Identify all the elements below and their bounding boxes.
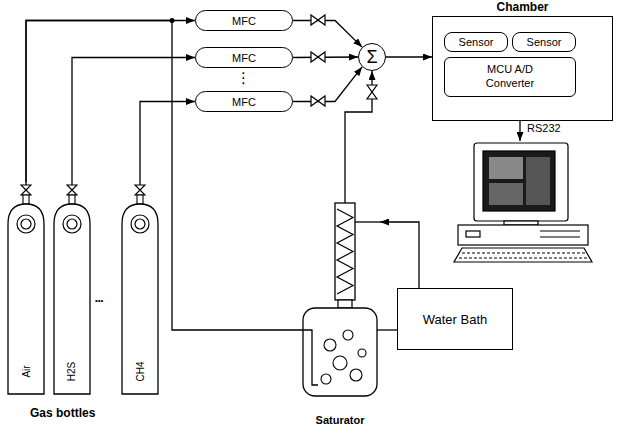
sensor-box: Sensor xyxy=(444,32,508,52)
gas-bottle: Air xyxy=(6,182,46,396)
gas-bottle: CH4 xyxy=(120,182,160,396)
chamber-heading-row: Chamber xyxy=(432,0,613,14)
node-label: Sensor xyxy=(459,36,494,48)
ellipsis-mark: ••• xyxy=(95,296,103,305)
node-label: Water Bath xyxy=(423,312,488,327)
bottle-label-holder: H2S xyxy=(52,354,92,388)
bottle-label-holder: CH4 xyxy=(120,354,160,388)
saturator: Saturator xyxy=(300,195,380,430)
group-label: Gas bottles xyxy=(30,406,95,420)
gas-bottle: H2S xyxy=(52,182,92,396)
gas-line xyxy=(380,329,397,330)
box-heading: Chamber xyxy=(496,0,548,14)
node-label: H2S xyxy=(66,361,77,380)
gas-line xyxy=(140,102,195,183)
gas-line xyxy=(293,21,362,48)
rs232-cable xyxy=(519,121,520,141)
sensor-box: Sensor xyxy=(512,32,576,52)
junction-dot xyxy=(170,18,175,23)
node-label: MFC xyxy=(232,15,256,27)
signal-label: RS232 xyxy=(527,122,561,134)
mfc-box: MFC xyxy=(195,91,293,112)
bottle-label-holder: Air xyxy=(6,354,46,388)
mcu-box: MCU A/D Converter xyxy=(444,57,576,97)
mfc-box: MFC xyxy=(195,10,293,31)
gas-line xyxy=(72,58,195,183)
gas-line xyxy=(293,67,362,102)
chamber-box: ChamberSensor SensorMCU A/D Converter xyxy=(432,0,613,121)
gas-line xyxy=(345,71,372,195)
saturator-flask xyxy=(300,195,380,430)
gas-line xyxy=(380,222,419,288)
ellipsis-mark: ⋮ xyxy=(236,69,251,87)
valve-symbol xyxy=(311,15,377,106)
gas-line xyxy=(26,21,195,183)
mixer-circle: Σ xyxy=(358,43,386,71)
node-label: CH4 xyxy=(134,361,145,381)
node-label: MCU A/D Converter xyxy=(469,63,551,91)
computer-illustration xyxy=(454,143,592,262)
gas-line xyxy=(386,56,432,57)
bottle-outline xyxy=(6,182,46,396)
node-label: MFC xyxy=(232,52,256,64)
node-label: Σ xyxy=(366,48,377,66)
water-bath-box: Water Bath xyxy=(397,288,513,350)
node-label: Sensor xyxy=(527,36,562,48)
node-label: Air xyxy=(20,365,31,377)
node-label: Saturator xyxy=(300,414,380,426)
mfc-box: MFC xyxy=(195,47,293,68)
node-label: MFC xyxy=(232,96,256,108)
